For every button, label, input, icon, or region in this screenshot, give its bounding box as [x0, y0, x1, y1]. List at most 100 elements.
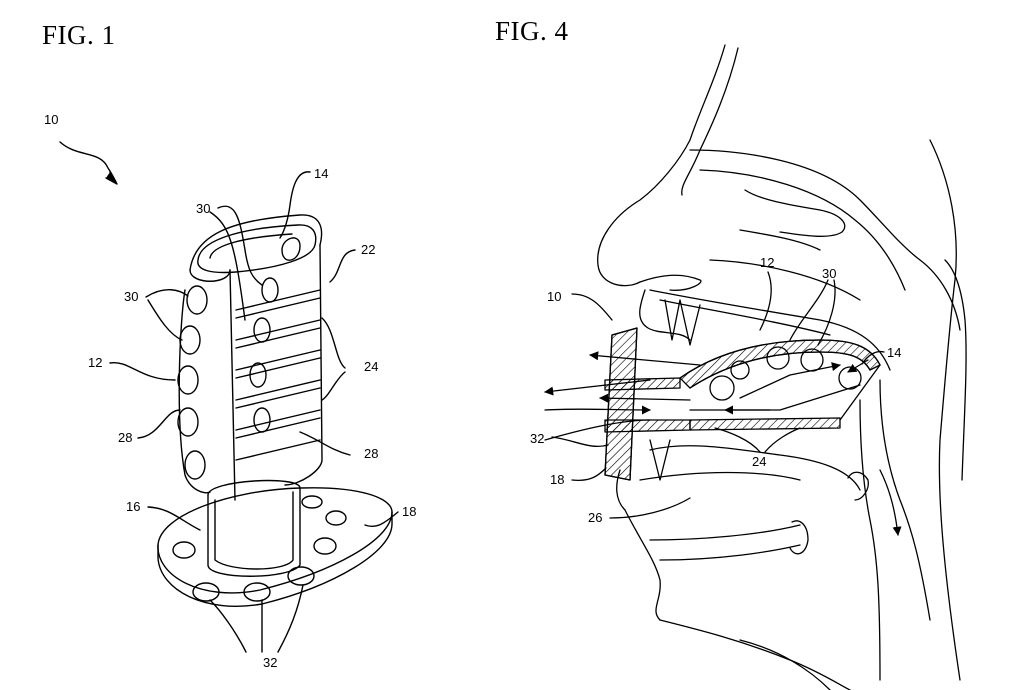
fig1-leader-32a [210, 600, 246, 652]
fig4-label-10: 10 [547, 289, 562, 304]
fig4-leader-30a [790, 280, 828, 340]
fig1-leader-14 [280, 172, 310, 238]
fig4-forehead-profile [598, 45, 725, 286]
fig4-upper-lip [640, 290, 690, 340]
fig4-hole [731, 361, 749, 379]
fig1-flange-hole [193, 583, 219, 601]
fig1-label-32: 32 [263, 655, 278, 670]
fig1-leader-30b [210, 212, 245, 320]
fig4-neck-front [740, 640, 830, 690]
fig4-arrow [599, 393, 690, 403]
fig4-arrow [544, 380, 650, 396]
fig1-side-hole [178, 366, 198, 394]
fig4-label-26: 26 [588, 510, 603, 525]
fig1-leader-30a [218, 206, 262, 285]
fig1-title: FIG. 1 [42, 20, 116, 50]
fig4-palate [650, 290, 890, 370]
fig4-arrow [545, 405, 651, 415]
fig1-flange-hole [173, 542, 195, 558]
fig4-arrow [847, 360, 868, 372]
fig1-leader-18 [365, 512, 398, 526]
fig4-tongue [650, 446, 860, 490]
fig4-nasal-line-2 [700, 170, 905, 290]
fig1-flange-hole [244, 583, 270, 601]
fig1-arrowhead-10 [106, 172, 117, 184]
fig4-tongue-2 [640, 473, 800, 481]
fig1-neck-top [208, 481, 300, 495]
fig4-mandible [650, 525, 800, 540]
fig1-label-12: 12 [88, 355, 103, 370]
fig4-title: FIG. 4 [495, 16, 569, 46]
fig4-teeth-upper [665, 300, 700, 345]
fig1-top-opening [198, 225, 316, 273]
fig4-turbinate-2 [740, 230, 820, 250]
fig1-label-14: 14 [314, 166, 329, 181]
fig4-pharynx [880, 380, 930, 620]
fig4-hyoid [790, 521, 808, 554]
fig1-label-30-left: 30 [124, 289, 139, 304]
fig4-leader-30b [818, 280, 835, 345]
fig1-label-30-upper: 30 [196, 201, 211, 216]
fig4-leader-14 [862, 352, 884, 364]
fig4-jaw [660, 620, 850, 690]
fig1-body-top2 [190, 270, 230, 281]
fig4-leader-18 [572, 468, 606, 480]
fig4-body-lower-wall [690, 418, 840, 430]
fig4-chin [625, 510, 660, 620]
fig4-body-end [840, 365, 880, 420]
fig1-leader-22 [330, 250, 355, 282]
fig1-leader-28b [300, 432, 350, 455]
fig1-leader-28a [138, 410, 180, 438]
fig1-leader-32c [278, 585, 303, 652]
fig1-body-top [190, 215, 322, 270]
fig4-hole [710, 376, 734, 400]
fig1-label-28-right: 28 [364, 446, 379, 461]
fig4-turbinate [745, 190, 845, 236]
fig4-leader-24a [715, 428, 760, 452]
fig4-arrow [690, 385, 860, 410]
fig4-nose-bottom [640, 275, 701, 290]
fig1-label-24: 24 [364, 359, 379, 374]
fig4-label-14: 14 [887, 345, 902, 360]
fig4-leader-32 [552, 437, 608, 446]
fig1-top-hole [282, 238, 300, 260]
fig4-tube-upper-wall [605, 378, 680, 390]
fig4-label-18: 18 [550, 472, 565, 487]
fig1-leader-30c [146, 290, 188, 297]
fig4-arrow [740, 362, 841, 398]
fig4-arrow [589, 351, 700, 365]
fig1-leader-16 [148, 507, 200, 530]
fig1-body-front-left [230, 270, 235, 500]
fig1-label-10: 10 [44, 112, 59, 127]
fig4-label-24: 24 [752, 454, 767, 469]
fig1-inner-hole [250, 363, 266, 387]
fig1-leader-24b [322, 372, 345, 400]
fig1-label-28-left: 28 [118, 430, 133, 445]
fig4-leader-26 [610, 498, 690, 518]
fig4-pharynx-2 [860, 400, 880, 680]
fig4-leader-24b [765, 428, 800, 452]
fig1-side-hole [187, 286, 207, 314]
fig4-nose-bridge [682, 48, 738, 195]
fig4-mandible-2 [660, 545, 800, 560]
fig1-flange-hole [326, 511, 346, 525]
fig4-back-head-2 [945, 260, 966, 480]
fig4-leader-12 [760, 272, 771, 330]
fig1-side-hole [185, 451, 205, 479]
fig4-arrow [545, 420, 650, 440]
fig1-side-hole [178, 408, 198, 436]
fig4-back-head [930, 140, 960, 680]
fig1-inner-hole [254, 408, 270, 432]
fig1-neck [208, 488, 300, 576]
fig1-top-inner [210, 234, 292, 258]
fig1-inner-hole [254, 318, 270, 342]
fig4-label-32: 32 [530, 431, 545, 446]
fig1-label-16: 16 [126, 499, 141, 514]
fig4-epiglottis [848, 472, 868, 500]
fig4-flange [605, 328, 637, 480]
fig1-body-left [179, 290, 210, 493]
fig1-body-right [285, 245, 322, 485]
